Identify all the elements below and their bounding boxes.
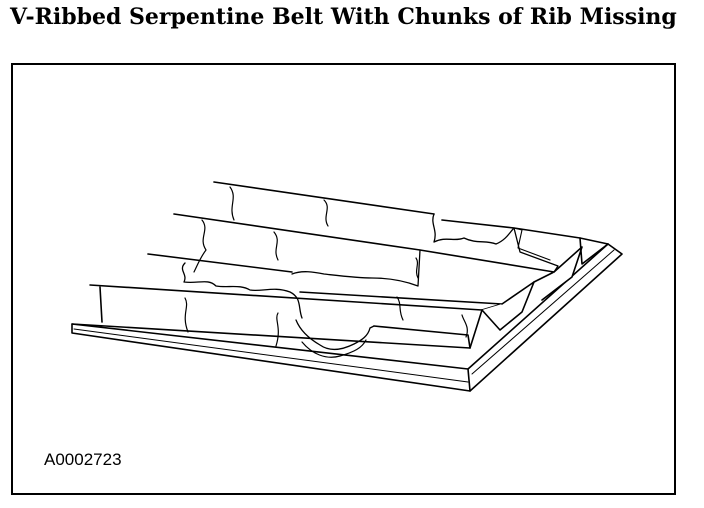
figure-id: A0002723 (44, 450, 122, 469)
diagram-title: V-Ribbed Serpentine Belt With Chunks of … (10, 4, 677, 30)
illustration-frame: A0002723 (11, 63, 676, 495)
belt-rib-front (71, 284, 483, 358)
belt-backing (71, 243, 623, 392)
belt-rib-third (147, 253, 535, 331)
belt-rib-second (173, 213, 583, 301)
belt-rib-back (213, 181, 609, 273)
belt-illustration (71, 181, 623, 392)
